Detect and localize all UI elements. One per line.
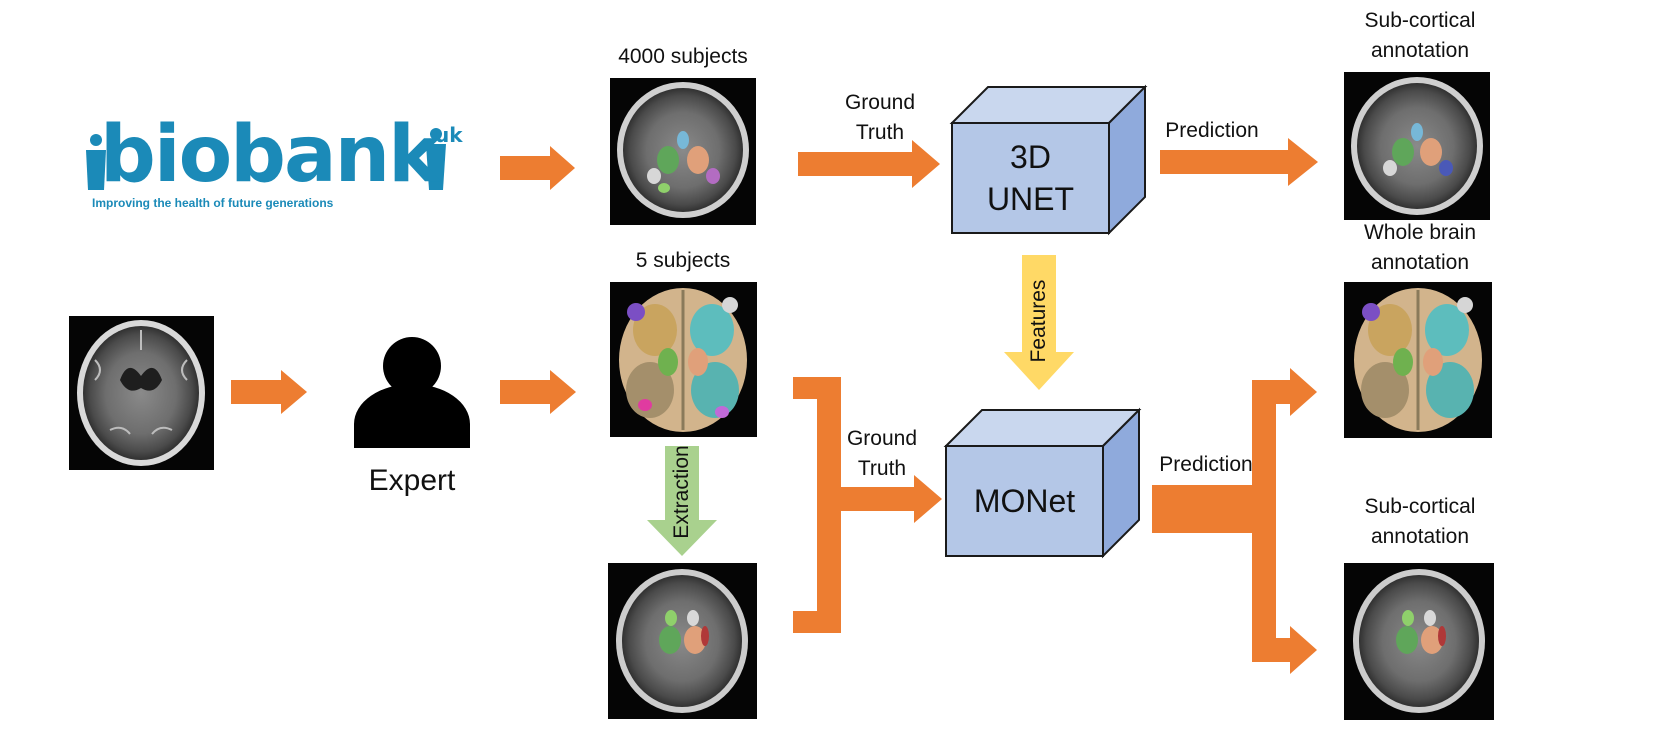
label-ground-truth-top: Ground Truth [844, 91, 916, 144]
extracted-subcortical-image [608, 563, 757, 719]
output-subcortical-image-top [1344, 72, 1490, 220]
label-4000-subjects: 4000 subjects [618, 45, 748, 68]
monet-box-label: MONet [973, 483, 1076, 519]
features-arrow [1004, 255, 1074, 390]
bracket-merge [793, 377, 942, 633]
label-out-whole-brain: Whole brain annotation [1363, 221, 1477, 274]
label-extraction: Extraction [670, 445, 693, 539]
output-subcortical-image-bottom [1344, 563, 1494, 720]
biobank-logo-suffix: uk [435, 123, 463, 147]
extraction-arrow [647, 446, 717, 556]
expert-annotation-image [610, 282, 757, 437]
input-mri-image [69, 316, 214, 470]
arrow-prediction-bottom [1152, 368, 1317, 674]
label-expert: Expert [368, 464, 456, 497]
label-features: Features [1027, 279, 1050, 363]
label-prediction-bottom: Prediction [1159, 453, 1253, 476]
unet-box [949, 84, 1148, 236]
label-prediction-top: Prediction [1165, 119, 1259, 142]
label-ground-truth-bottom: Ground Truth [846, 427, 918, 480]
orange-arrows [231, 138, 1318, 674]
unet-box-label: 3D UNET [986, 139, 1075, 217]
arrow-expert-to-annotation [500, 370, 576, 414]
arrow-input-to-expert [231, 370, 307, 414]
arrow-biobank-to-subjects [500, 146, 575, 190]
biobank-logo-text: biobank [100, 110, 440, 200]
arrow-ground-truth-top [798, 140, 940, 188]
label-out-subcortical-bottom: Sub-cortical annotation [1364, 495, 1476, 548]
label-5-subjects: 5 subjects [635, 249, 731, 272]
biobank-logo-tagline: Improving the health of future generatio… [92, 196, 334, 210]
output-whole-brain-image [1344, 282, 1492, 438]
biobank-logo-mark [86, 128, 446, 190]
label-out-subcortical-top: Sub-cortical annotation [1364, 9, 1476, 62]
monet-box [943, 407, 1142, 559]
arrow-prediction-top [1160, 138, 1318, 186]
ukb-subject-image [610, 78, 756, 225]
person-icon [354, 337, 470, 448]
